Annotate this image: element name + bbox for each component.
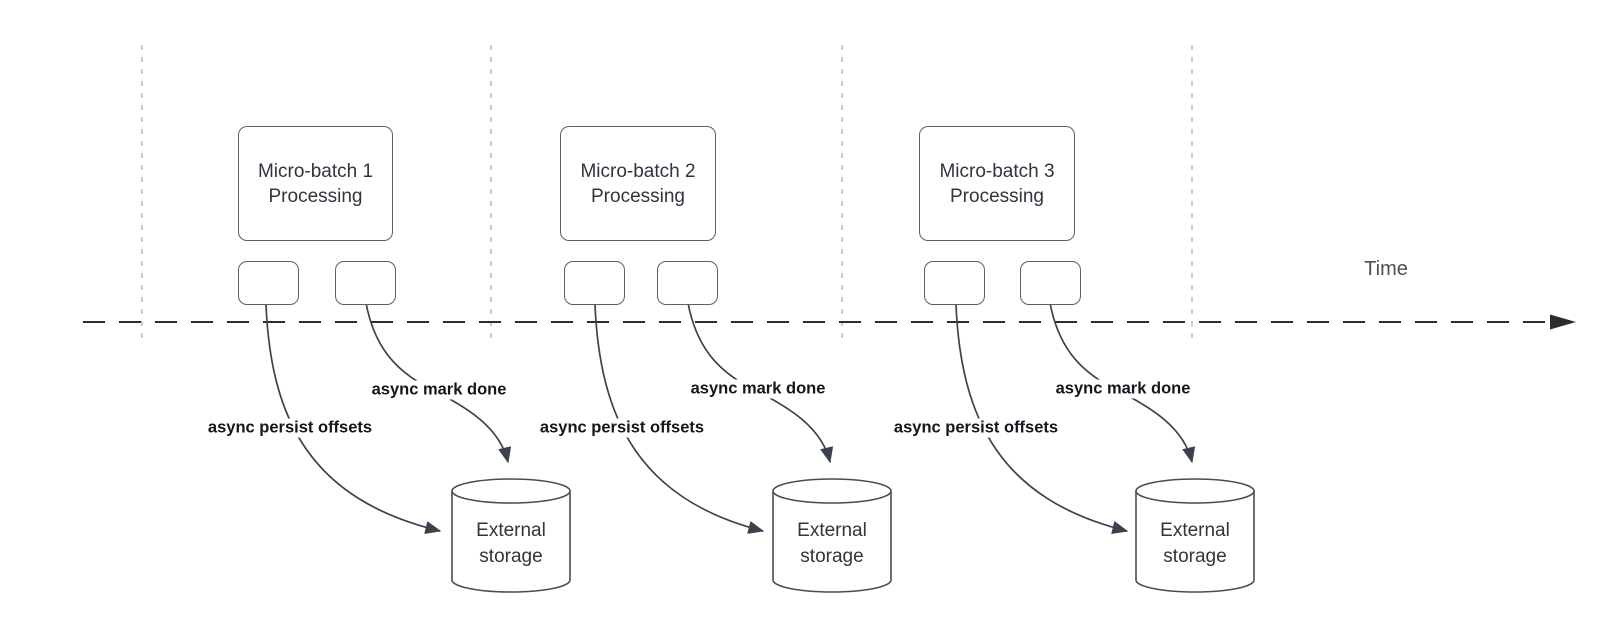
- mark-done-label-2: async mark done: [688, 379, 828, 399]
- persist-offsets-label-3: async persist offsets: [891, 418, 1061, 438]
- external-storage-label-3: External storage: [1160, 518, 1230, 570]
- external-storage-label-1: External storage: [476, 518, 546, 570]
- processing-box-title-line1: Micro-batch 3: [939, 160, 1055, 182]
- async-arrows: [265, 302, 1196, 535]
- storage-label-line1: External: [797, 520, 867, 541]
- time-axis-label: Time: [1364, 258, 1408, 280]
- cylinder-top: [451, 478, 571, 504]
- cylinder-body: [772, 491, 892, 593]
- micro-batch-3-processing-box: Micro-batch 3 Processing: [919, 126, 1075, 241]
- micro-batch-2-processing-box: Micro-batch 2 Processing: [560, 126, 716, 241]
- offset-task-box-2: [564, 261, 625, 305]
- cylinder-body: [1135, 491, 1255, 593]
- cylinder-body: [451, 491, 571, 593]
- storage-label-line2: storage: [800, 546, 864, 567]
- storage-cylinder-1: [451, 478, 571, 593]
- persist-offsets-arrow-3: [955, 304, 1129, 534]
- time-axis: [83, 314, 1576, 330]
- persist-offsets-label-2: async persist offsets: [537, 418, 707, 438]
- persist-offsets-arrow-2: [594, 304, 765, 534]
- mark-done-label-1: async mark done: [369, 380, 509, 400]
- storage-label-line1: External: [476, 520, 546, 541]
- offset-task-box-1: [238, 261, 299, 305]
- external-storage-label-2: External storage: [797, 518, 867, 570]
- done-task-box-1: [335, 261, 396, 305]
- persist-offsets-arrow-1: [265, 304, 442, 535]
- storage-label-line2: storage: [479, 546, 543, 567]
- storage-cylinder-2: [772, 478, 892, 593]
- storage-cylinders: [451, 478, 1255, 593]
- persist-offsets-label-1: async persist offsets: [205, 418, 375, 438]
- done-task-box-3: [1020, 261, 1081, 305]
- processing-box-title-line2: Processing: [268, 185, 363, 207]
- interval-guide-lines: [141, 45, 1193, 340]
- storage-label-line1: External: [1160, 520, 1230, 541]
- mark-done-label-3: async mark done: [1053, 379, 1193, 399]
- micro-batch-1-processing-box: Micro-batch 1 Processing: [238, 126, 393, 241]
- time-axis-arrowhead-icon: [1550, 314, 1576, 330]
- offset-task-box-3: [924, 261, 985, 305]
- processing-box-title-line1: Micro-batch 1: [257, 160, 374, 182]
- cylinder-top: [1135, 478, 1255, 504]
- cylinder-top: [772, 478, 892, 504]
- processing-box-title-line1: Micro-batch 2: [580, 160, 696, 182]
- storage-label-line2: storage: [1163, 546, 1227, 567]
- processing-box-title-line2: Processing: [591, 185, 685, 207]
- processing-box-title-line2: Processing: [950, 185, 1044, 207]
- storage-cylinder-3: [1135, 478, 1255, 593]
- done-task-box-2: [657, 261, 718, 305]
